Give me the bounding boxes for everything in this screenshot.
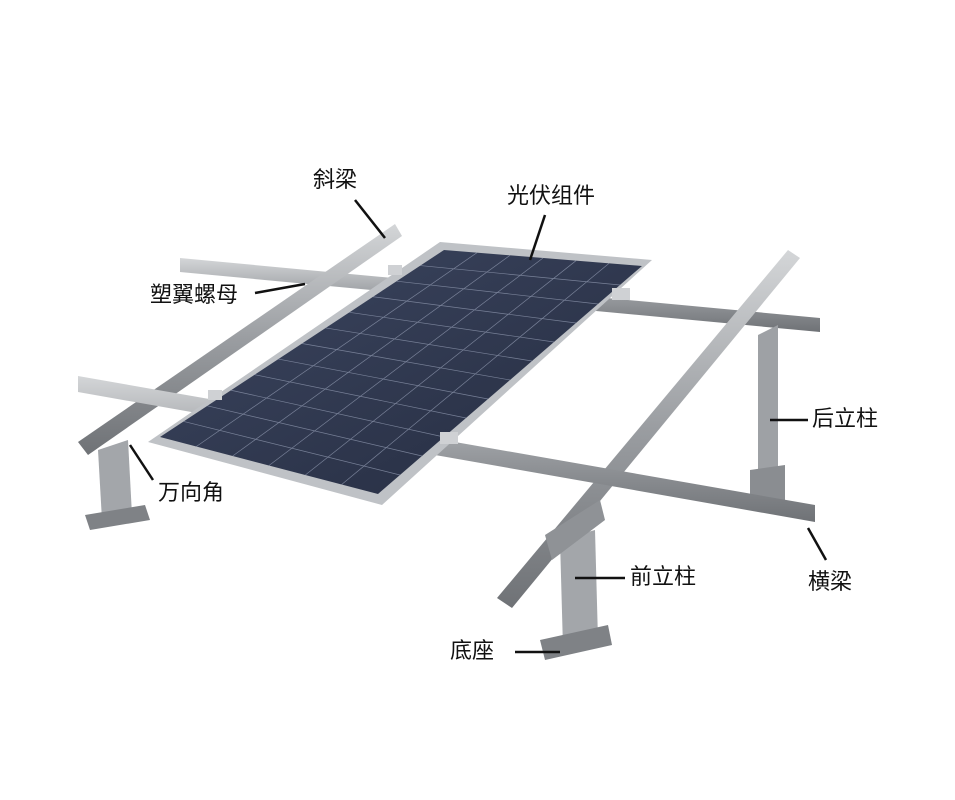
label-plastic-wing-nut: 塑翼螺母 <box>150 283 239 308</box>
front-bracket <box>545 500 605 560</box>
label-base: 底座 <box>450 639 495 664</box>
leader-lines <box>128 199 828 654</box>
cell-line <box>349 311 555 343</box>
left-post <box>98 440 132 520</box>
label-pv-module: 光伏组件 <box>507 184 596 209</box>
cell-line <box>396 280 599 305</box>
label-rear-column: 后立柱 <box>812 407 879 432</box>
label-front-column: 前立柱 <box>630 565 697 590</box>
label-inclined-beam: 斜梁 <box>313 168 358 193</box>
cell-line <box>420 265 621 286</box>
cell-line <box>301 343 511 381</box>
clamp <box>208 390 222 400</box>
cell-line <box>207 405 423 457</box>
cell-line <box>278 358 489 400</box>
cell-line <box>325 327 533 362</box>
front-post <box>560 530 598 648</box>
rear-column <box>758 325 778 500</box>
cell-grid <box>183 252 621 485</box>
clamp <box>388 265 402 275</box>
cell-line <box>230 389 445 438</box>
left-base <box>85 505 150 530</box>
label-universal-angle: 万向角 <box>158 481 225 506</box>
cell-line <box>183 421 401 476</box>
cell-line <box>254 374 467 419</box>
rear-column-bracket <box>750 465 785 505</box>
label-cross-beam: 横梁 <box>808 570 853 595</box>
pv-module-cells <box>160 250 642 494</box>
clamp <box>612 288 630 300</box>
cell-line <box>372 296 577 324</box>
clamp <box>440 432 458 444</box>
